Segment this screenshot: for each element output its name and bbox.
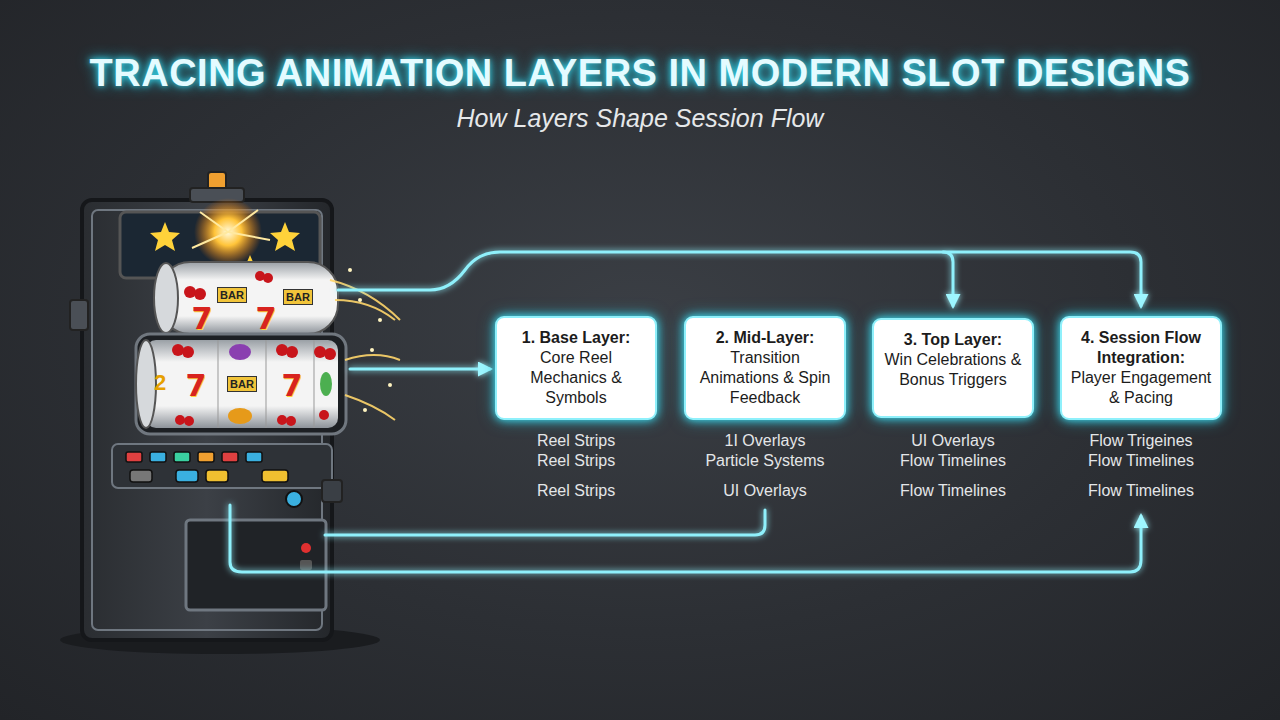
reel-symbol: 7 — [186, 368, 207, 403]
box-heading: 1. Base Layer: — [503, 328, 649, 348]
asset-label: Reel Strips — [537, 432, 615, 450]
reel-symbol: BAR — [283, 289, 313, 305]
layer-box: 2. Mid-Layer:Transition Animations & Spi… — [684, 316, 846, 420]
layer-box: 1. Base Layer:Core Reel Mechanics & Symb… — [495, 316, 657, 420]
asset-label: Particle Systems — [705, 452, 824, 470]
box-body: Core Reel Mechanics & Symbols — [503, 348, 649, 408]
asset-label: Flow Timelines — [900, 482, 1006, 500]
asset-label: Flow Timelines — [1088, 482, 1194, 500]
asset-label: UI Overlays — [911, 432, 995, 450]
box-body: Win Celebrations & Bonus Triggers — [880, 350, 1026, 390]
box-body: Transition Animations & Spin Feedback — [692, 348, 838, 408]
diagram-title: TRACING ANIMATION LAYERS IN MODERN SLOT … — [0, 52, 1280, 95]
box-body: Player Engagement & Pacing — [1068, 368, 1214, 408]
flow-arrow — [1036, 367, 1057, 370]
asset-label: 1I Overlays — [725, 432, 806, 450]
asset-label: Reel Strips — [537, 452, 615, 470]
asset-label: Flow Timelines — [900, 452, 1006, 470]
asset-label: Flow Timelines — [1088, 452, 1194, 470]
reel-symbol: BAR — [217, 287, 247, 303]
reel-symbol: 7 — [192, 301, 213, 336]
layer-box: 4. Session Flow Integration:Player Engag… — [1060, 316, 1222, 420]
asset-label: Flow Trigeines — [1089, 432, 1192, 450]
reel-symbol: 2 — [154, 370, 166, 396]
reel-symbol: 7 — [256, 301, 277, 336]
box-heading: 3. Top Layer: — [880, 330, 1026, 350]
flow-arrow — [659, 367, 681, 370]
asset-label: UI Overlays — [723, 482, 807, 500]
reel-symbol: 7 — [282, 368, 303, 403]
flow-arrow — [848, 367, 869, 370]
asset-label: Reel Strips — [537, 482, 615, 500]
subtitle: How Layers Shape Session Flow — [457, 104, 824, 133]
layer-box: 3. Top Layer:Win Celebrations & Bonus Tr… — [872, 318, 1034, 418]
box-heading: 4. Session Flow Integration: — [1068, 328, 1214, 368]
reel-symbol: BAR — [227, 376, 257, 392]
box-heading: 2. Mid-Layer: — [692, 328, 838, 348]
